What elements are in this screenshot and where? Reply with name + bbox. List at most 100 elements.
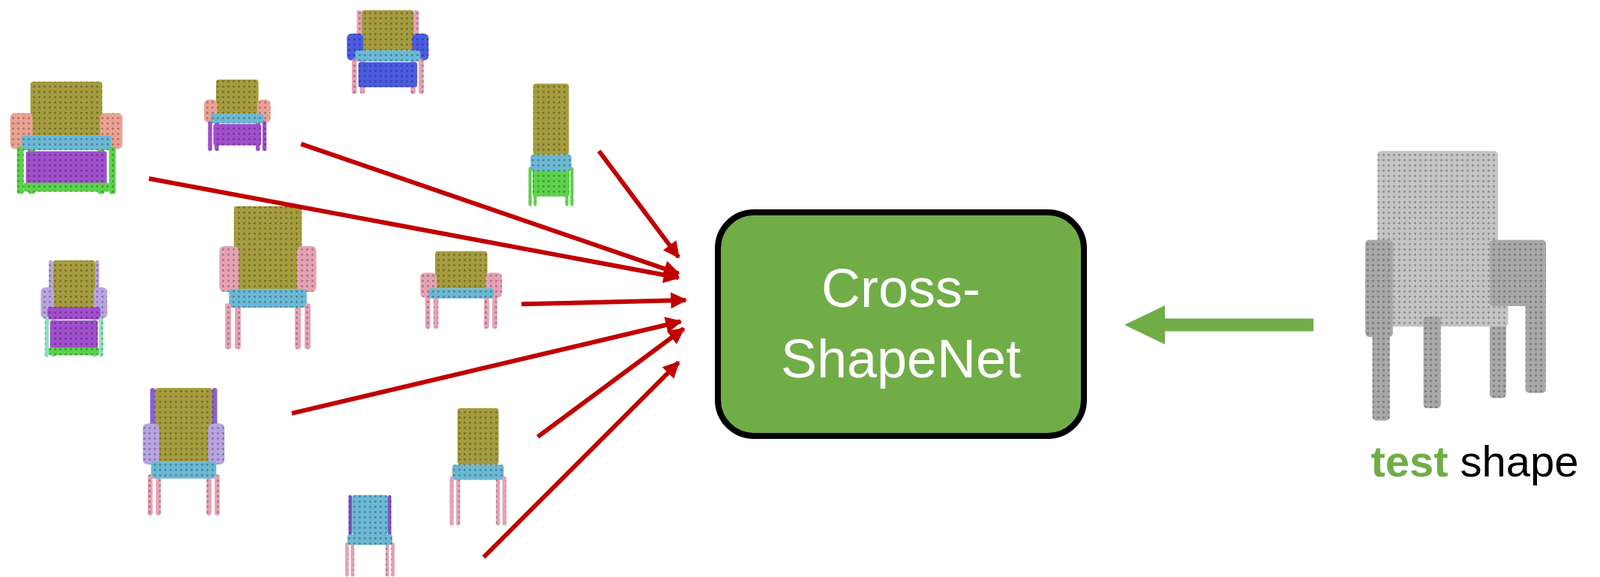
point-texture (425, 296, 431, 329)
point-texture (225, 303, 232, 349)
point-cloud-part (530, 154, 571, 171)
point-cloud-part (1365, 240, 1393, 337)
point-texture (418, 58, 424, 94)
point-texture (351, 495, 388, 535)
point-texture (147, 474, 154, 516)
point-texture (45, 316, 49, 358)
point-cloud-part (24, 182, 110, 192)
point-cloud-part (528, 167, 532, 207)
point-cloud-part (216, 79, 259, 115)
point-cloud-part (228, 288, 307, 308)
point-cloud-part (351, 58, 358, 94)
point-cloud-part (147, 474, 154, 516)
point-cloud-part (435, 251, 488, 289)
chair-point-cloud (528, 84, 574, 207)
point-cloud-part (150, 462, 217, 479)
point-cloud-part (213, 123, 262, 146)
chair-point-cloud (10, 81, 124, 195)
point-cloud-part (17, 147, 25, 195)
point-cloud-part (347, 534, 393, 545)
point-texture (358, 62, 418, 88)
point-cloud-part (345, 542, 349, 577)
point-texture (570, 167, 574, 207)
point-cloud-part (45, 316, 49, 358)
point-cloud-part (452, 464, 505, 480)
point-cloud-part (219, 246, 239, 292)
point-cloud-part (30, 81, 103, 136)
point-cloud-part (492, 296, 498, 329)
chair-point-cloud (219, 206, 316, 349)
point-cloud-part (225, 303, 232, 349)
point-cloud-part (304, 303, 311, 349)
point-texture (228, 288, 307, 308)
point-texture (1365, 240, 1393, 337)
point-texture (216, 79, 259, 115)
point-cloud-part (210, 114, 265, 124)
point-cloud-part (262, 120, 267, 151)
caption-word: shape (1460, 435, 1579, 488)
point-texture (361, 10, 415, 52)
point-cloud-part (48, 347, 100, 355)
point-texture (30, 81, 103, 136)
point-cloud-part (391, 542, 395, 577)
point-texture (1525, 244, 1546, 393)
point-texture (150, 462, 217, 479)
point-cloud-part (450, 476, 454, 526)
input-arrow (1124, 305, 1314, 345)
point-texture (387, 495, 391, 541)
point-texture (24, 182, 110, 192)
point-texture (214, 474, 220, 516)
point-cloud-part (47, 306, 101, 320)
point-cloud-part (1525, 244, 1546, 393)
point-cloud-part (208, 423, 226, 465)
point-cloud-part (354, 50, 421, 62)
point-cloud-part (361, 10, 415, 52)
point-cloud-part (26, 151, 108, 186)
point-texture (142, 423, 160, 465)
point-texture (457, 408, 499, 465)
point-texture (48, 347, 100, 355)
test-shape-caption: testshape (1370, 435, 1579, 488)
chair-point-cloud (420, 251, 502, 329)
point-cloud-part (570, 167, 574, 207)
point-cloud-part (387, 495, 391, 541)
point-cloud-part (207, 120, 212, 151)
point-texture (354, 50, 421, 62)
point-texture (99, 316, 103, 358)
test-chair-point-cloud (1365, 150, 1546, 421)
point-cloud-part (418, 58, 424, 94)
point-cloud-part (457, 408, 499, 465)
point-cloud-part (358, 62, 418, 88)
point-cloud-part (155, 387, 213, 463)
point-cloud-part (297, 246, 317, 292)
point-cloud-part (99, 316, 103, 358)
training-arrow (300, 144, 679, 274)
point-texture (528, 167, 532, 207)
point-cloud-part (351, 495, 388, 535)
chair-point-cloud (142, 387, 225, 516)
point-cloud-part (52, 260, 96, 307)
chair-point-cloud (204, 79, 271, 151)
point-cloud-part (108, 147, 116, 195)
chair-point-cloud (347, 10, 430, 95)
point-texture (533, 84, 570, 156)
point-texture (234, 206, 302, 289)
point-texture (348, 495, 352, 541)
point-cloud-part (502, 476, 507, 526)
point-texture (208, 423, 226, 465)
point-texture (1423, 316, 1441, 409)
point-cloud-part (50, 320, 99, 350)
point-texture (347, 534, 393, 545)
point-texture (52, 260, 96, 307)
point-cloud-part (1423, 316, 1441, 409)
point-texture (502, 476, 507, 526)
chair-point-cloud (40, 260, 107, 358)
box-label: Cross- ShapeNet (743, 253, 1059, 394)
training-arrow (598, 150, 679, 257)
point-texture (345, 542, 349, 577)
point-texture (351, 58, 358, 94)
point-cloud-part (425, 296, 431, 329)
point-texture (304, 303, 311, 349)
training-arrow (291, 321, 681, 413)
point-texture (435, 251, 488, 289)
